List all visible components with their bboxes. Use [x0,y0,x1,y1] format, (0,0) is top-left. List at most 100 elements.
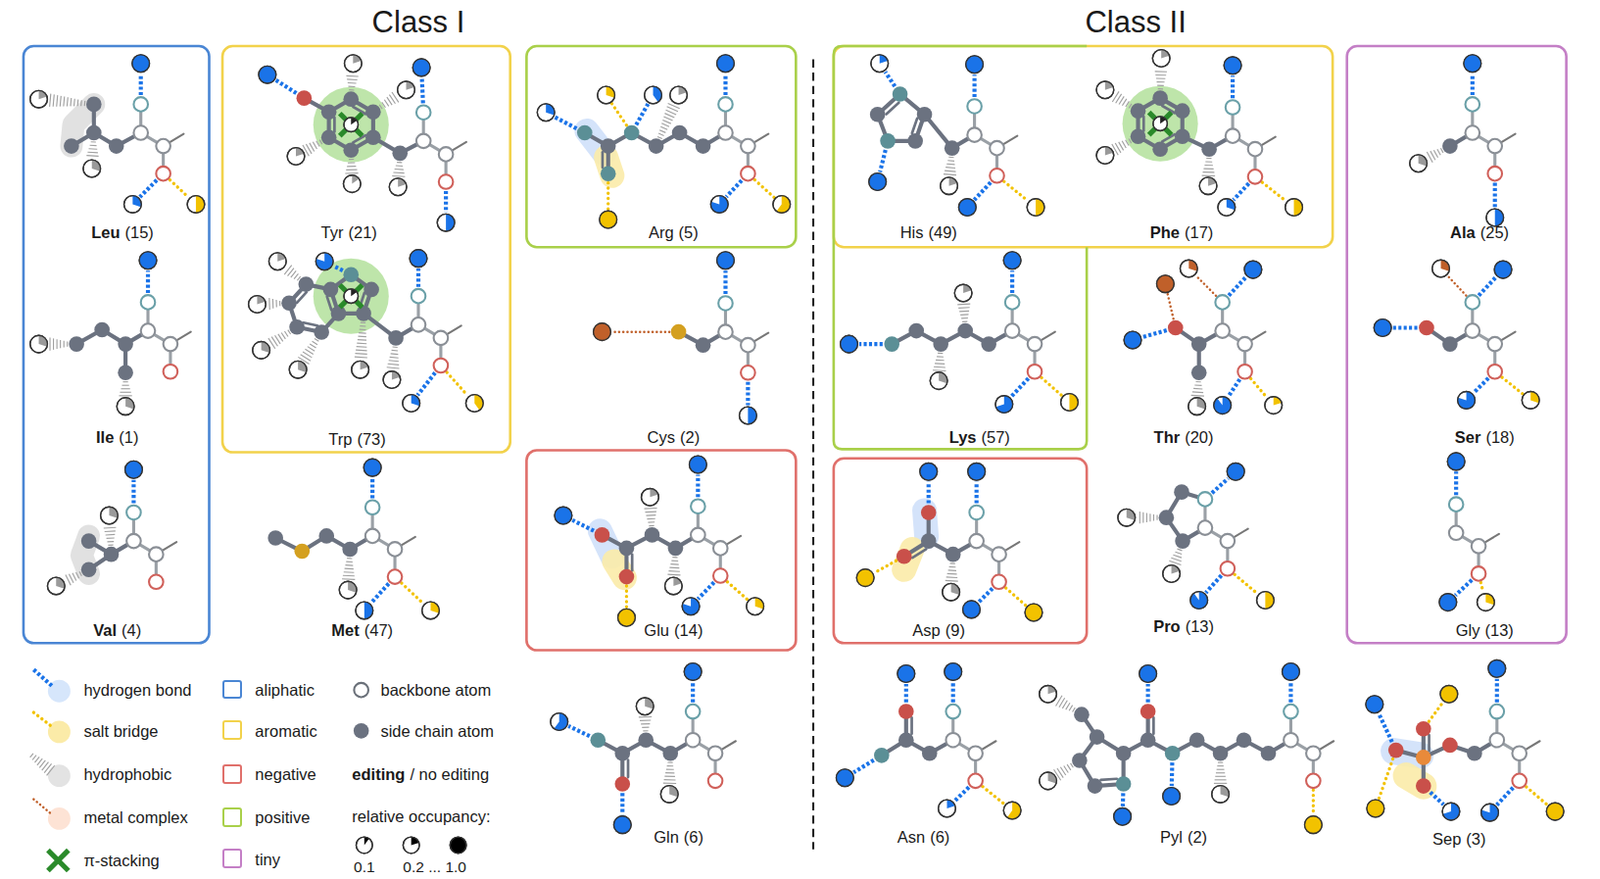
pie-ground [30,335,49,353]
pie-rim [355,836,373,854]
pie-fill [944,663,963,681]
hb-line [926,482,931,504]
pie-ground [449,836,467,854]
pie-ground [351,360,370,379]
hydrophobic-hatch [106,536,115,539]
sb-line [1004,181,1028,201]
hydrophobic-hatch [91,141,97,143]
pie-ground [689,455,708,474]
side-chain-atom [1189,731,1206,748]
pie-ground [554,506,573,525]
hydrophobic-hatch [961,317,969,320]
backbone-atom [1511,774,1527,789]
metal-sample [48,807,71,830]
hb-line [1454,471,1458,495]
occupancy-pie [1139,665,1158,683]
side-chain-atom [577,125,593,142]
backbone-atom [1214,294,1230,310]
pie-ground [746,597,765,616]
hydrophobic-hatch [358,332,367,335]
side-chain-atom [619,569,635,585]
hydrophobic-hatch [640,723,650,725]
sb-line [1234,574,1258,594]
pie-rim [252,341,271,360]
occupancy-pie [665,577,683,595]
pie-fill [258,65,277,84]
hydrophobic-hatch [1121,141,1126,148]
pie-ground [409,249,428,268]
sb-line [1006,587,1027,606]
occupancy-pie [670,86,688,104]
pie-ground [1152,49,1170,68]
hydrophobic-hatch [79,571,82,577]
residue-label: Ile(1) [96,427,140,446]
pie-ground [968,462,986,481]
pie-fill [1439,593,1457,612]
double-bond [1142,116,1146,132]
pie-ground [1447,452,1465,471]
occupancy-pie [1440,684,1458,703]
pie-fill [963,600,981,619]
sb-line [982,786,1005,805]
residue-name: Pyl [1160,827,1183,847]
residue-name: His [900,223,924,243]
pie-rim [1003,801,1021,820]
hb-line [33,669,52,686]
legend-entry: salt bridge [83,721,158,740]
hb-line [695,474,700,497]
pie-rim [1457,391,1476,410]
hydrophobic-hatch [345,168,357,170]
class-title: Class I [372,4,466,41]
hydrophobic-hatch [382,101,387,108]
hb-line [1430,791,1445,805]
hb-line [131,480,136,504]
hydrophobic-hatch [275,299,277,308]
pie-rim [1026,198,1045,217]
side-chain-atom [86,96,102,113]
pie-ground [1244,260,1262,279]
backbone-atom [1449,526,1464,541]
pie-ground [248,295,267,314]
hb-line [1393,325,1418,330]
hydrophobic-hatch [354,356,368,359]
double-bond [601,151,605,168]
mc-line [1167,293,1174,320]
hydrophobic-hatch [268,297,271,310]
pie-ground [412,58,431,77]
pie-fill [1003,251,1021,270]
pie-ground [995,395,1014,414]
hb-line [1497,787,1514,806]
side-chain-atom [281,294,297,311]
hb-line [145,270,150,293]
pie-ground [355,601,374,620]
hydrophobic-hatch [343,571,355,574]
pi-stack-mark [339,285,363,308]
hydrophobic-hatch [1172,554,1182,558]
pi-stack-sample [48,850,69,872]
pie-rim [641,487,660,506]
hydrophobic-hatch [948,156,954,159]
pie-ground [1439,593,1457,612]
hb-line [690,681,695,703]
side-chain-atom [1442,737,1458,754]
hydrophobic-hatch [1066,764,1071,771]
hydrophobic-hatch [665,772,675,774]
residue-count: (17) [1184,223,1213,243]
residue-count: (6) [929,827,950,847]
hydrophobic-hatch [120,387,130,389]
pie-rim [1477,593,1496,612]
pie-rim [739,406,758,425]
residue-count: (13) [1485,620,1514,639]
backbone-atom [438,146,454,162]
mc-line [612,330,670,333]
occupancy-pies [30,49,1564,834]
side-chain-atom [1442,138,1458,154]
side-chain-atom [695,337,712,353]
pie-ground [422,601,440,620]
occupancy-pie [422,601,440,620]
residue-count: (3) [1465,829,1486,849]
legend-swatch [222,764,243,784]
pie-rim [289,360,307,379]
backbone-atom [1465,323,1481,339]
